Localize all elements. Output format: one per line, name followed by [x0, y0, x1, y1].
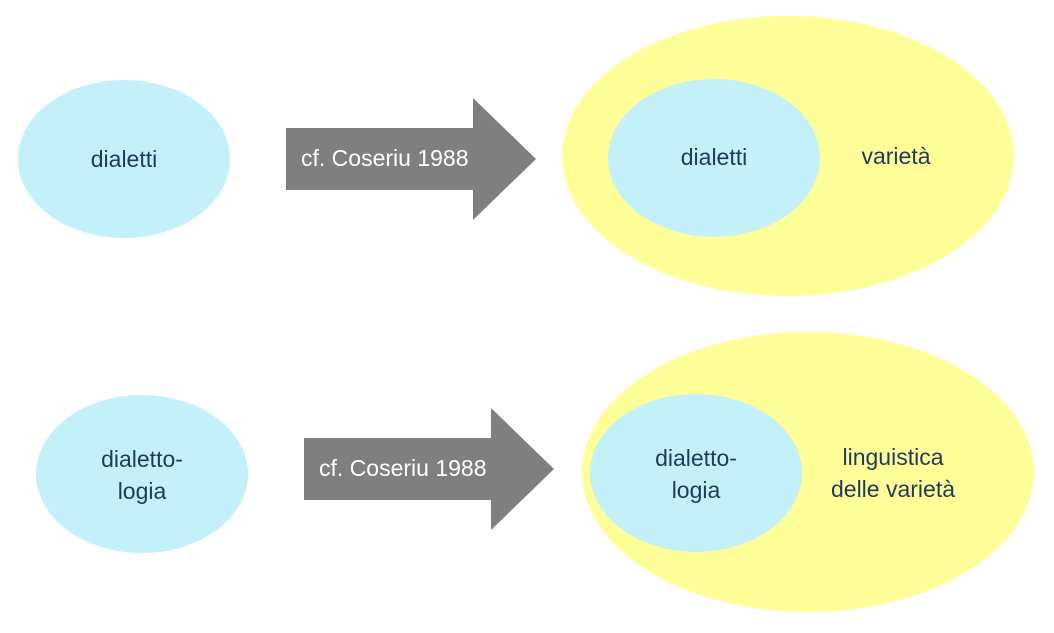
outer-label-linguistica-line2: delle varietà [830, 476, 956, 502]
arrow-row2 [304, 408, 554, 530]
outer-label-varieta: varietà [861, 143, 931, 169]
inner-ellipse-dialetti [608, 79, 820, 237]
left-ellipse-dialetti [18, 80, 230, 238]
outer-label-linguistica-line1: linguistica [842, 444, 944, 470]
left-label-dialettologia-line2: logia [117, 478, 167, 504]
arrow-row2-shape [304, 408, 554, 530]
inner-label-dialettologia-line2: logia [671, 477, 721, 503]
left-label-dialettologia-line1: dialetto- [101, 446, 183, 472]
inner-label-dialettologia: dialetto- logia [590, 442, 802, 506]
arrow-row1-label: cf. Coseriu 1988 [301, 145, 469, 171]
arrow-row1-shape [286, 98, 536, 220]
outer-label-linguistica: linguistica delle varietà [808, 441, 978, 505]
inner-label-dialettologia-line1: dialetto- [655, 445, 737, 471]
inner-ellipse-dialettologia [590, 394, 802, 552]
left-ellipse-dialettologia [36, 395, 248, 553]
left-label-dialettologia: dialetto- logia [36, 443, 248, 507]
inner-label-dialetti: dialetti [680, 144, 748, 170]
arrow-row1 [286, 98, 536, 220]
arrow-row2-label: cf. Coseriu 1988 [319, 455, 487, 481]
left-label-dialetti: dialetti [90, 146, 158, 172]
